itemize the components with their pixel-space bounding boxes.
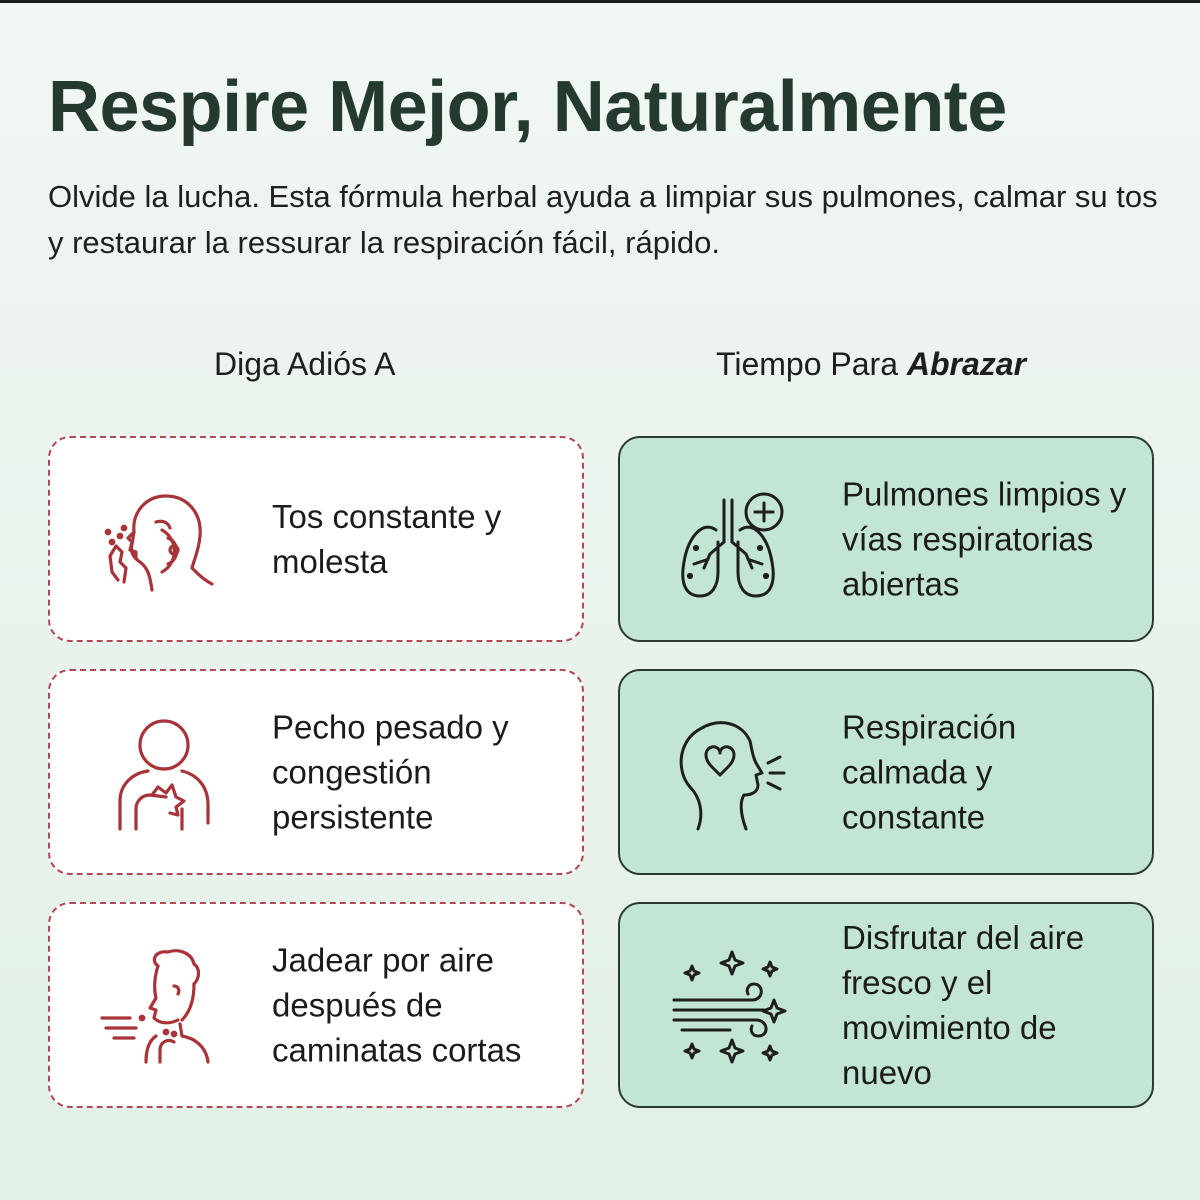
fresh-air-icon [660, 938, 800, 1078]
benefit-card-lungs: Pulmones limpios y vías respiratorias ab… [618, 436, 1154, 642]
top-border-line [0, 0, 1200, 3]
chest-pain-icon [90, 705, 230, 845]
healthy-lungs-icon [660, 472, 800, 612]
problem-text: Pecho pesado y congestión persistente [272, 708, 509, 836]
right-heading-emphasis: Abrazar [906, 346, 1027, 382]
page-title: Respire Mejor, Naturalmente [48, 67, 1007, 147]
benefit-card-fresh-air: Disfrutar del aire fresco y el movimient… [618, 902, 1154, 1108]
right-column-heading: Tiempo Para Abrazar [716, 342, 1026, 386]
coughing-person-icon [90, 472, 230, 612]
benefit-text: Disfrutar del aire fresco y el movimient… [842, 919, 1085, 1091]
right-heading-prefix: Tiempo Para [716, 346, 907, 382]
problem-card-breathless: Jadear por aire después de caminatas cor… [48, 902, 584, 1108]
calm-breathing-icon [660, 705, 800, 845]
benefit-card-breathing: Respiración calmada y constante [618, 669, 1154, 875]
problem-text: Jadear por aire después de caminatas cor… [272, 941, 522, 1069]
shortness-of-breath-icon [90, 938, 230, 1078]
problem-card-cough: Tos constante y molesta [48, 436, 584, 642]
problem-text: Tos constante y molesta [272, 498, 502, 580]
left-column-heading: Diga Adiós A [214, 346, 396, 382]
problem-card-chest: Pecho pesado y congestión persistente [48, 669, 584, 875]
benefit-text: Respiración calmada y constante [842, 708, 1017, 836]
benefit-text: Pulmones limpios y vías respiratorias ab… [842, 475, 1127, 603]
page-subtitle: Olvide la lucha. Esta fórmula herbal ayu… [48, 179, 1158, 260]
